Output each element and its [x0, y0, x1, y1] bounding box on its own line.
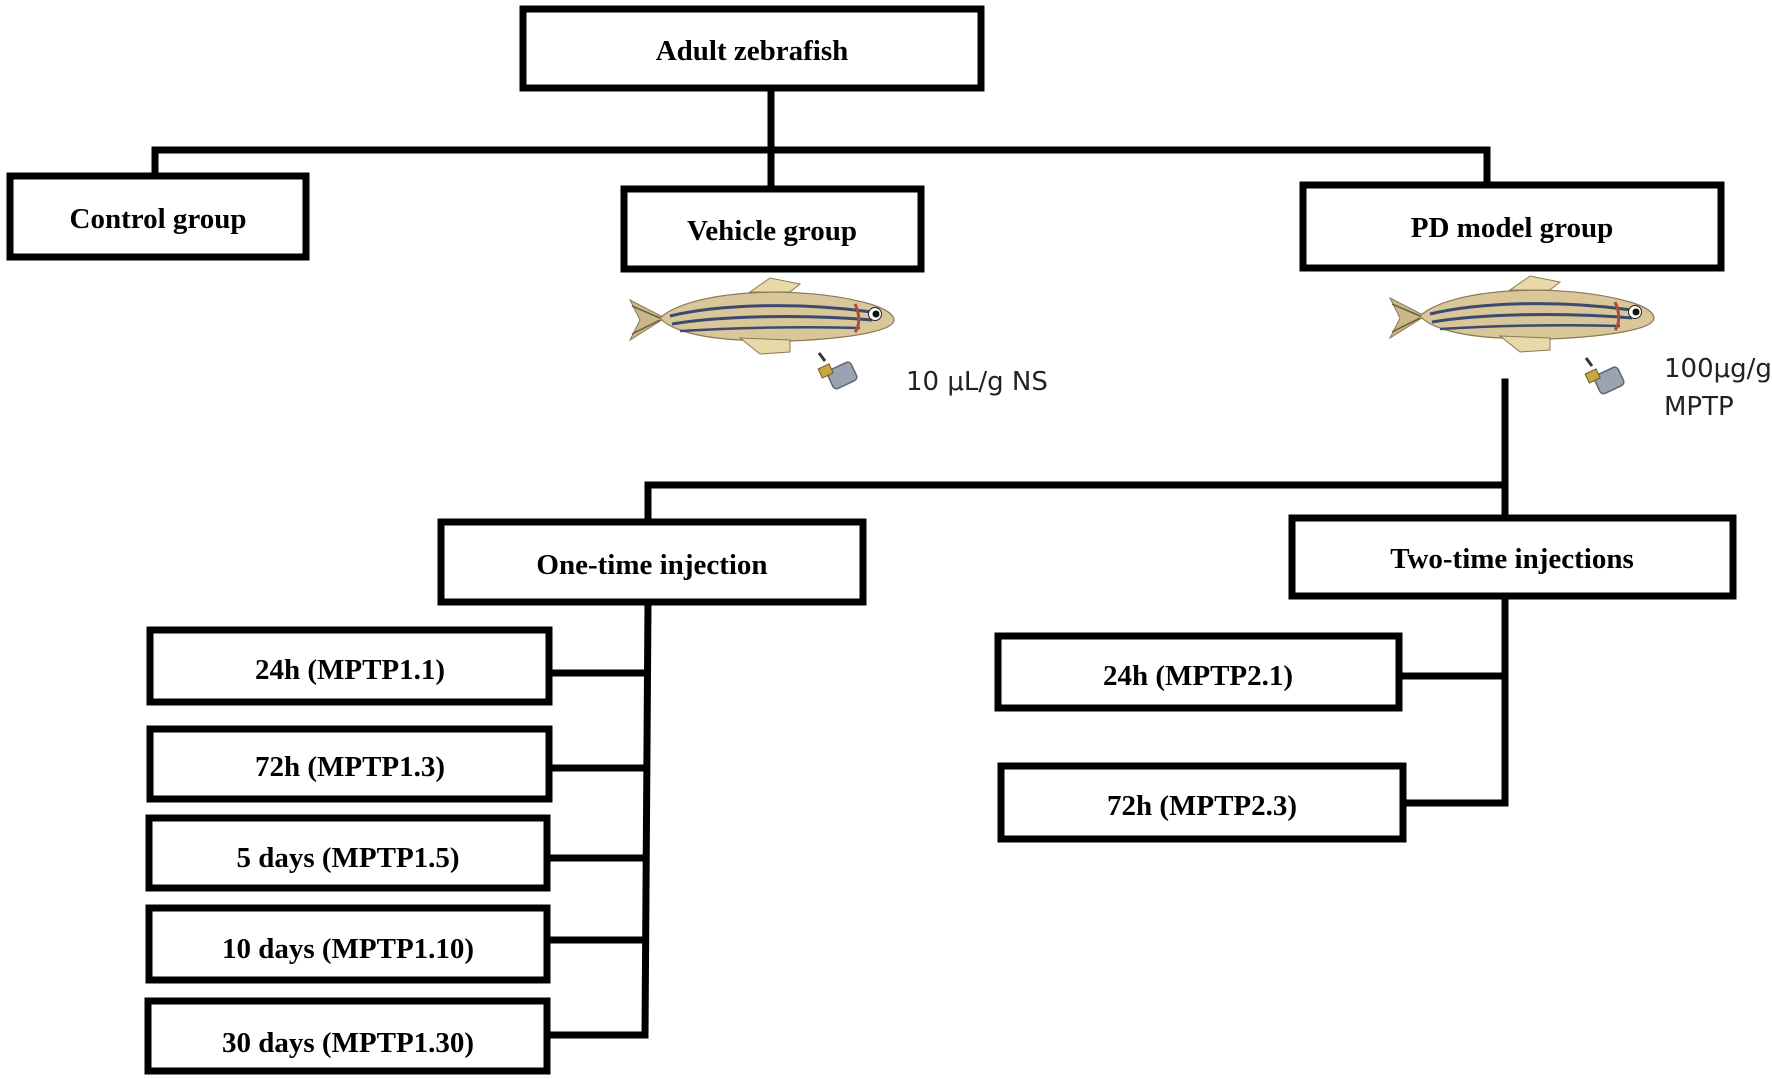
root-label: Adult zebrafish — [656, 35, 849, 67]
one-time-item-label: 30 days (MPTP1.30) — [222, 1027, 474, 1059]
pd-dose-amount-label: 100μg/g — [1664, 354, 1772, 384]
two-time-item-label: 24h (MPTP2.1) — [1103, 660, 1293, 692]
one-time-item: 24h (MPTP1.1) — [146, 626, 553, 706]
vehicle-group-node: Vehicle group — [620, 185, 925, 273]
two-time-item: 72h (MPTP2.3) — [997, 762, 1407, 843]
one-time-item: 72h (MPTP1.3) — [146, 725, 553, 803]
one-time-item-label: 10 days (MPTP1.10) — [222, 933, 474, 965]
control-group-node: Control group — [6, 172, 310, 261]
zebrafish-icon — [1388, 274, 1656, 354]
one-time-item: 5 days (MPTP1.5) — [145, 814, 551, 892]
syringe-icon — [1583, 356, 1627, 397]
syringe-icon — [816, 351, 860, 392]
root-node: Adult zebrafish — [519, 5, 985, 92]
zebrafish-icon — [628, 276, 896, 356]
two-time-injections-node: Two-time injections — [1288, 514, 1737, 600]
one-time-item-label: 24h (MPTP1.1) — [255, 654, 445, 686]
two-time-item-label: 72h (MPTP2.3) — [1107, 790, 1297, 822]
vehicle-group-label: Vehicle group — [687, 215, 857, 247]
pd-dose-drug-label: MPTP — [1664, 392, 1734, 422]
one-time-item-label: 5 days (MPTP1.5) — [236, 842, 459, 874]
one-time-item: 10 days (MPTP1.10) — [145, 904, 551, 984]
one-time-injection-node: One-time injection — [437, 518, 867, 606]
two-time-injections-label: Two-time injections — [1390, 543, 1634, 575]
connector-lines — [151, 84, 1509, 1039]
one-time-item: 30 days (MPTP1.30) — [144, 997, 551, 1075]
one-time-item-label: 72h (MPTP1.3) — [255, 751, 445, 783]
control-group-label: Control group — [70, 203, 247, 235]
one-time-injection-label: One-time injection — [536, 549, 767, 581]
vehicle-dose-label: 10 μL/g NS — [906, 367, 1048, 397]
two-time-item: 24h (MPTP2.1) — [994, 632, 1403, 712]
pd-model-group-label: PD model group — [1411, 212, 1613, 244]
pd-model-group-node: PD model group — [1299, 181, 1725, 272]
